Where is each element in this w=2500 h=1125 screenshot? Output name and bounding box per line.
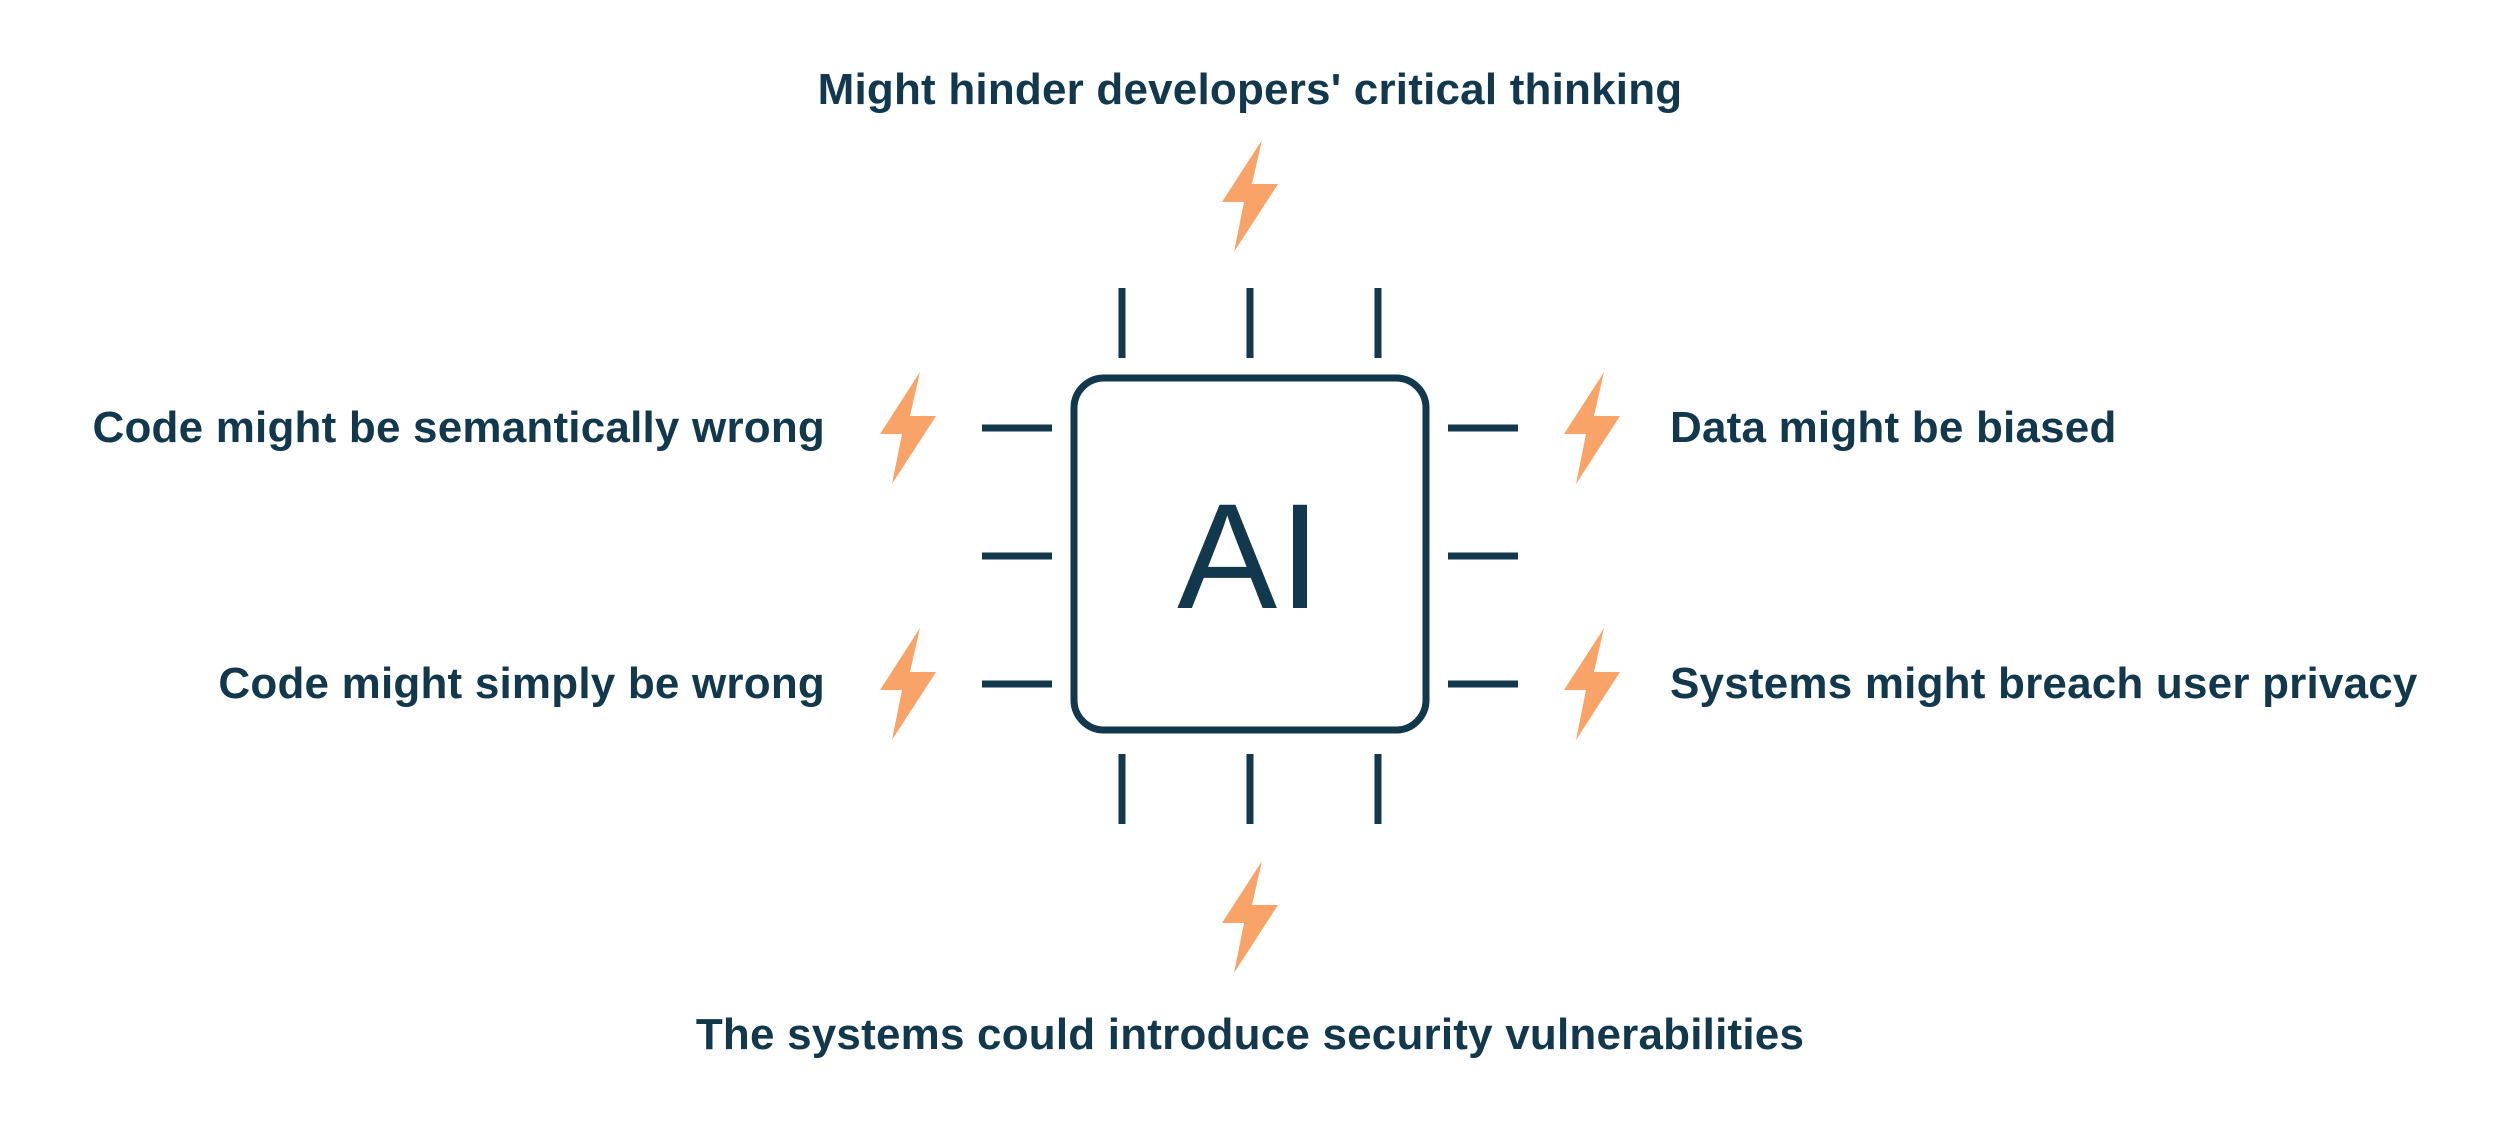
risk-label-right-top: Data might be biased	[1670, 403, 2117, 452]
risk-label-bottom: The systems could introduce security vul…	[695, 1010, 1805, 1059]
risk-label-right-bottom: Systems might breach user privacy	[1670, 659, 2418, 708]
risk-label-top: Might hinder developers' critical thinki…	[817, 65, 1683, 114]
lightning-bolt-icon	[880, 372, 936, 484]
lightning-bolt-icon	[880, 628, 936, 740]
risk-label-left-bottom: Code might simply be wrong	[218, 659, 825, 708]
lightning-bolt-icon	[1222, 140, 1278, 252]
ai-chip-icon	[982, 288, 1518, 824]
lightning-bolt-icon	[1564, 628, 1620, 740]
lightning-bolt-icon	[1222, 861, 1278, 973]
risk-label-left-top: Code might be semantically wrong	[92, 403, 825, 452]
ai-chip-label: AI	[1177, 471, 1323, 640]
lightning-bolt-icon	[1564, 372, 1620, 484]
